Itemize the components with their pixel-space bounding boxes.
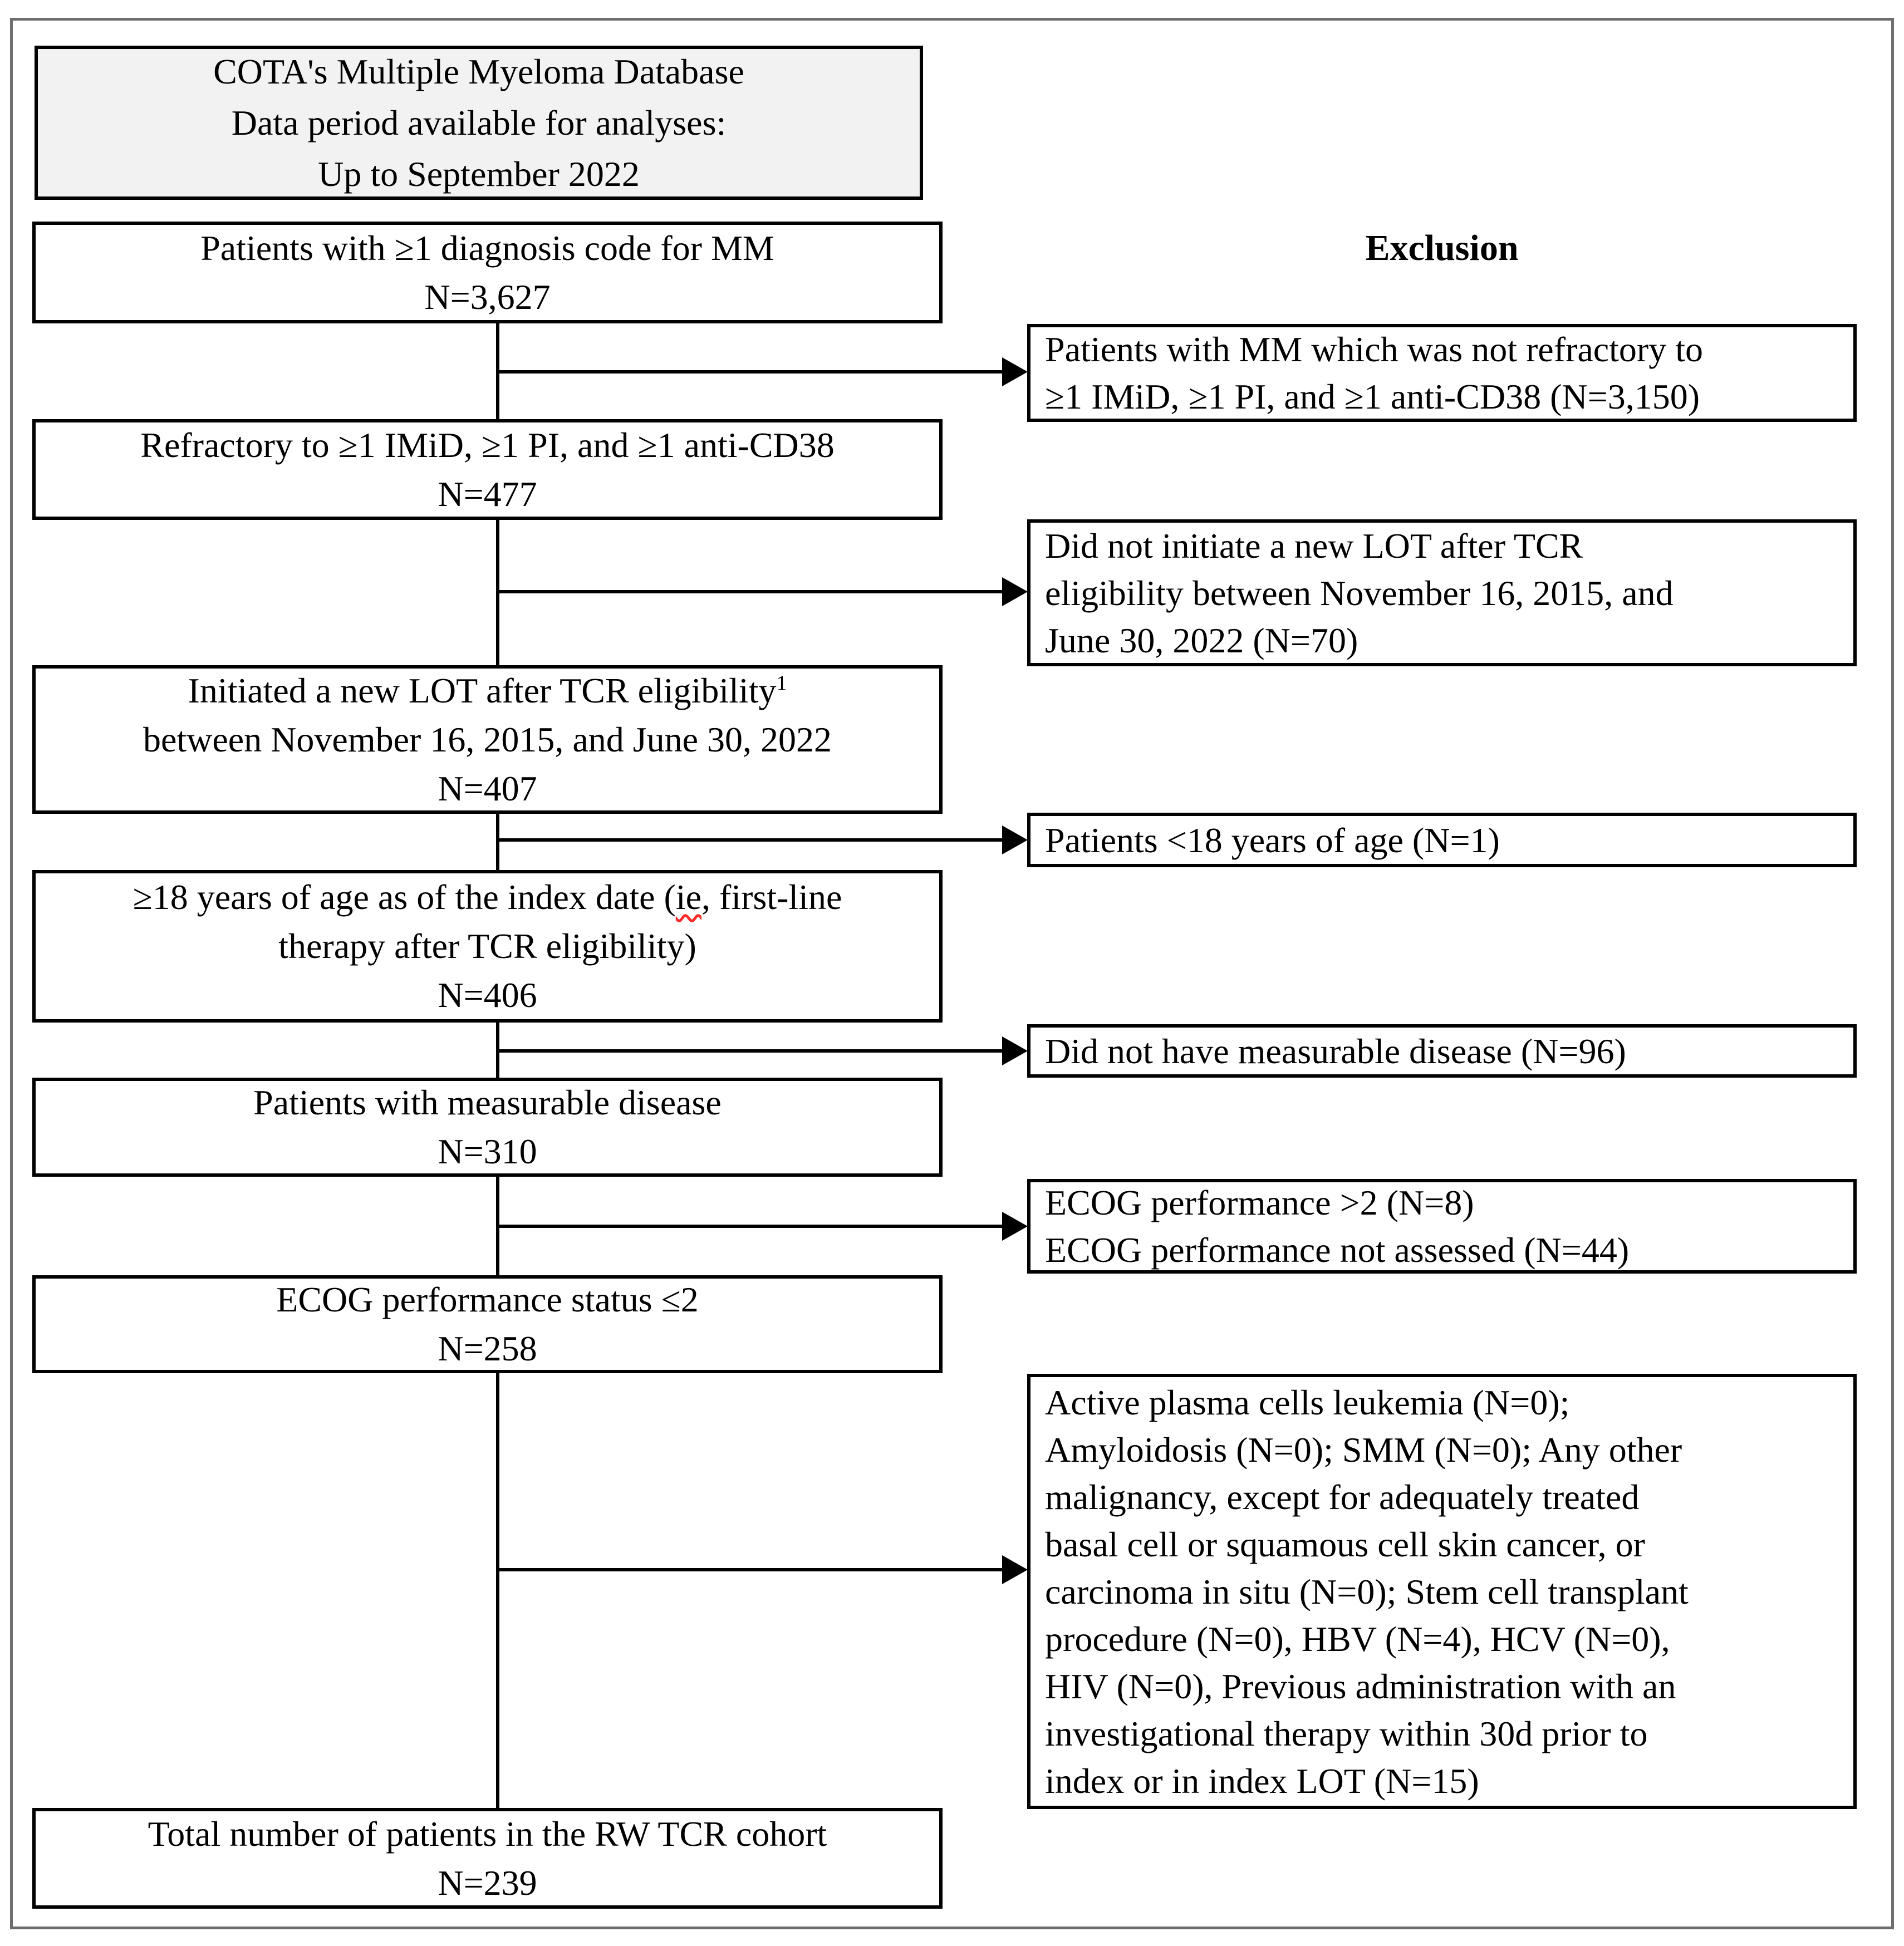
spellchecked-word: ie (675, 877, 701, 917)
exclusion-box-other-criteria: Active plasma cells leukemia (N=0); Amyl… (1027, 1374, 1857, 1809)
flow-box-new-lot: Initiated a new LOT after TCR eligibilit… (32, 665, 943, 814)
step-count: N=477 (438, 474, 537, 514)
exclusion-text: procedure (N=0), HBV (N=4), HCV (N=0), (1045, 1619, 1670, 1659)
source-line: Data period available for analyses: (231, 102, 727, 142)
source-line: Up to September 2022 (318, 154, 640, 194)
step-label: Refractory to ≥1 IMiD, ≥1 PI, and ≥1 ant… (140, 425, 835, 465)
step-label: Total number of patients in the RW TCR c… (148, 1814, 827, 1854)
exclusion-text: Did not initiate a new LOT after TCR (1045, 525, 1583, 566)
step-label: Initiated a new LOT after TCR eligibilit… (36, 666, 939, 715)
step-label: therapy after TCR eligibility) (278, 926, 696, 966)
exclusion-text: Patients with MM which was not refractor… (1045, 330, 1703, 369)
step-label-text: Initiated a new LOT after TCR eligibilit… (188, 670, 777, 710)
arrow-right-icon (1002, 825, 1028, 854)
connector-line-6 (496, 1372, 499, 1810)
exclusion-text: ECOG performance not assessed (N=44) (1045, 1230, 1630, 1270)
step-label-text: ≥18 years of age as of the index date ( (133, 877, 676, 917)
exclusion-box-ecog: ECOG performance >2 (N=8) ECOG performan… (1027, 1179, 1857, 1274)
exclusion-text: Active plasma cells leukemia (N=0); (1045, 1382, 1570, 1422)
step-count: N=258 (438, 1329, 537, 1368)
exclusion-text: ≥1 IMiD, ≥1 PI, and ≥1 anti-CD38 (N=3,15… (1045, 377, 1700, 416)
exclusion-text: investigational therapy within 30d prior… (1045, 1713, 1648, 1753)
exclusion-text: carcinoma in situ (N=0); Stem cell trans… (1045, 1571, 1689, 1611)
step-label: ≥18 years of age as of the index date (i… (36, 873, 939, 922)
exclusion-arrow-line-5 (498, 1225, 1003, 1228)
exclusion-text: eligibility between November 16, 2015, a… (1045, 573, 1674, 613)
step-label-text: , first-line (701, 877, 842, 917)
exclusion-arrow-line-1 (498, 370, 1003, 374)
exclusion-text: June 30, 2022 (N=70) (1045, 620, 1358, 660)
footnote-superscript: 1 (776, 671, 787, 695)
flow-box-adult-age: ≥18 years of age as of the index date (i… (32, 870, 943, 1023)
exclusion-arrow-line-4 (498, 1049, 1003, 1053)
step-label: Patients with measurable disease (253, 1083, 722, 1122)
flow-box-ecog-status: ECOG performance status ≤2 N=258 (32, 1275, 943, 1373)
exclusion-text: Did not have measurable disease (N=96) (1045, 1031, 1626, 1071)
exclusion-text: malignancy, except for adequately treate… (1045, 1477, 1640, 1517)
connector-line-3 (496, 812, 499, 872)
exclusion-text: HIV (N=0), Previous administration with … (1045, 1666, 1676, 1706)
step-count: N=3,627 (424, 277, 551, 317)
arrow-right-icon (1002, 577, 1028, 606)
exclusion-text: index or in index LOT (N=15) (1045, 1761, 1479, 1801)
exclusion-text: ECOG performance >2 (N=8) (1045, 1183, 1474, 1222)
exclusion-text: Patients <18 years of age (N=1) (1045, 820, 1500, 860)
arrow-right-icon (1002, 1212, 1028, 1241)
step-count: N=406 (438, 975, 537, 1015)
exclusion-arrow-line-3 (498, 838, 1003, 842)
flow-box-total-cohort: Total number of patients in the RW TCR c… (32, 1808, 943, 1909)
flow-box-measurable-disease: Patients with measurable disease N=310 (32, 1078, 943, 1177)
arrow-right-icon (1002, 1036, 1028, 1065)
exclusion-box-under-18: Patients <18 years of age (N=1) (1027, 813, 1857, 867)
arrow-right-icon (1002, 1555, 1028, 1584)
step-label: Patients with ≥1 diagnosis code for MM (200, 228, 774, 268)
flow-box-refractory: Refractory to ≥1 IMiD, ≥1 PI, and ≥1 ant… (32, 419, 943, 520)
flow-box-mm-diagnosis: Patients with ≥1 diagnosis code for MM N… (32, 222, 943, 323)
arrow-right-icon (1002, 357, 1028, 386)
exclusion-box-no-measurable-disease: Did not have measurable disease (N=96) (1027, 1024, 1857, 1078)
exclusion-arrow-line-6 (498, 1568, 1003, 1571)
exclusion-arrow-line-2 (498, 590, 1003, 593)
exclusion-text: Amyloidosis (N=0); SMM (N=0); Any other (1045, 1429, 1682, 1470)
step-label: between November 16, 2015, and June 30, … (143, 719, 832, 759)
exclusion-box-no-new-lot: Did not initiate a new LOT after TCR eli… (1027, 519, 1857, 666)
source-database-box: COTA's Multiple Myeloma Database Data pe… (35, 46, 923, 200)
exclusion-column-header: Exclusion (1365, 228, 1519, 268)
step-count: N=310 (438, 1132, 537, 1171)
source-line: COTA's Multiple Myeloma Database (213, 51, 744, 91)
exclusion-box-not-refractory: Patients with MM which was not refractor… (1027, 324, 1857, 422)
step-label: ECOG performance status ≤2 (276, 1280, 699, 1319)
step-count: N=239 (438, 1863, 537, 1903)
step-count: N=407 (438, 768, 537, 808)
exclusion-text: basal cell or squamous cell skin cancer,… (1045, 1524, 1645, 1564)
